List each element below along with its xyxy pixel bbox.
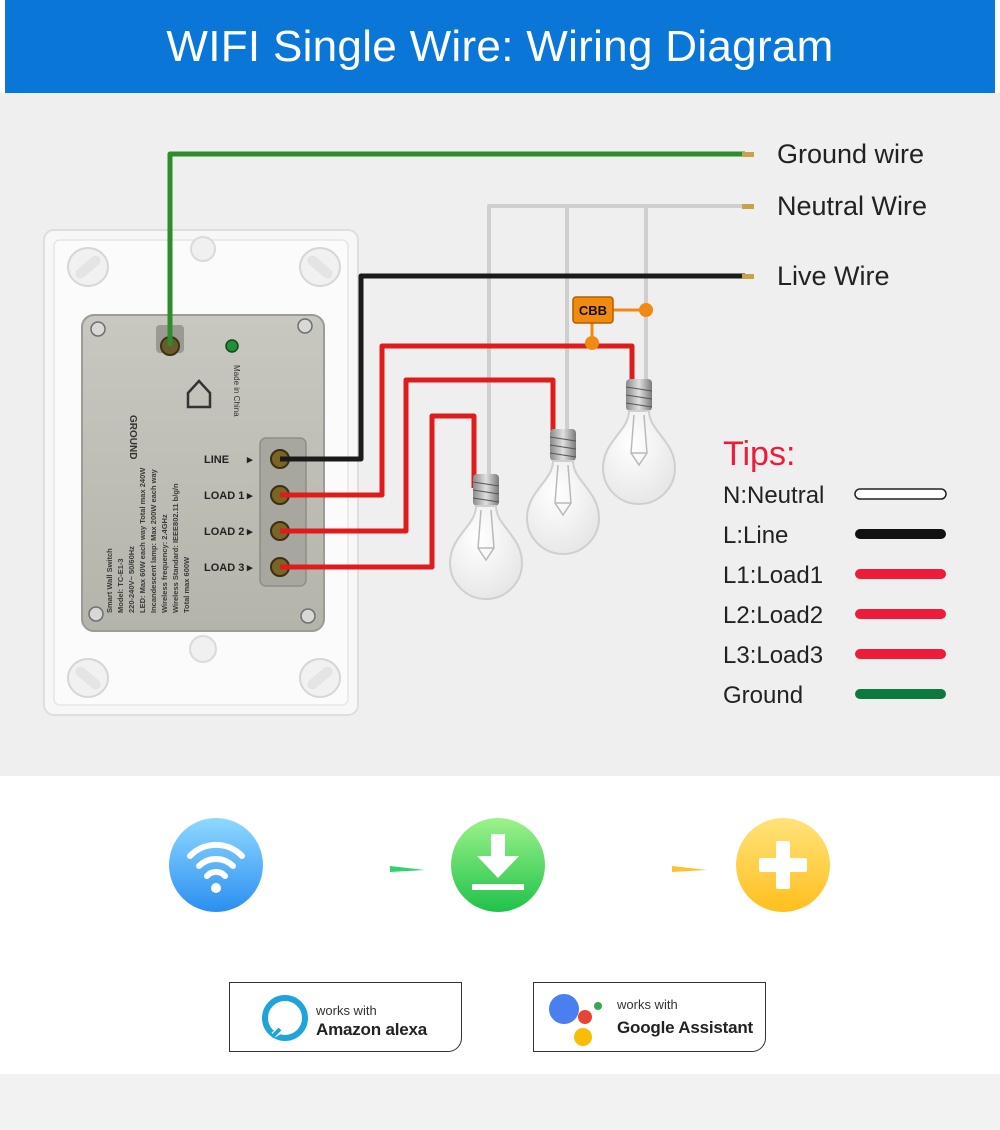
wiring-diagram: LINE LOAD 1 LOAD 2 LOAD 3 ▸ ▸ ▸ ▸ GROUND…	[43, 139, 947, 716]
bottom-strip	[0, 1074, 1000, 1130]
step-add	[736, 818, 830, 912]
spec-line: Model: TC-E1-3	[116, 558, 125, 613]
tips-item-swatch	[855, 689, 946, 699]
alexa-icon	[262, 995, 308, 1041]
spec-line: LED: Max 60W each way Total max 240W	[138, 467, 147, 613]
download-icon	[472, 834, 524, 890]
tips-item-label: L:Line	[723, 522, 788, 549]
load1-wire	[280, 343, 635, 498]
home-icon	[186, 379, 212, 409]
wiring-diagram-area: LINE LOAD 1 LOAD 2 LOAD 3 ▸ ▸ ▸ ▸ GROUND…	[0, 93, 1000, 776]
step-arrow-2	[574, 866, 707, 872]
header-banner: WIFI Single Wire: Wiring Diagram	[5, 0, 995, 93]
spec-line: Incandescent lamp: Max 200W each way	[149, 468, 158, 613]
tips-item-label: Ground	[723, 682, 803, 709]
terminal-label-load1: LOAD 1	[204, 490, 244, 502]
tips-item-swatch	[855, 529, 946, 539]
setup-steps	[169, 818, 830, 912]
google-works-with: works with	[617, 997, 678, 1012]
svg-text:▸: ▸	[246, 526, 253, 538]
wires	[167, 151, 754, 570]
google-assistant-icon	[549, 994, 602, 1046]
mounting-slot-top-left	[67, 247, 109, 287]
spec-line: 220-240V~ 50/60Hz	[127, 546, 136, 613]
spec-line: Smart Wall Switch	[105, 548, 114, 613]
load2-wire	[280, 377, 556, 534]
live-wire-label: Live Wire	[777, 261, 890, 291]
page-title: WIFI Single Wire: Wiring Diagram	[166, 21, 834, 71]
terminal-label-line: LINE	[204, 454, 229, 466]
step-wifi	[169, 818, 263, 912]
tips-title: Tips:	[723, 435, 795, 473]
ground-wire	[167, 151, 745, 346]
mounting-slot-top-right	[299, 247, 341, 287]
spec-line: Wireless frequency: 2.4GHz	[160, 514, 169, 613]
alexa-works-with: works with	[316, 1003, 377, 1018]
bulb-3	[601, 379, 677, 505]
google-badge: works with Google Assistant	[533, 982, 766, 1052]
step-download	[451, 818, 545, 912]
ground-wire-label: Ground wire	[777, 139, 924, 169]
spec-line: Total max 600W	[182, 556, 191, 613]
terminal-label-load2: LOAD 2	[204, 526, 244, 538]
google-name: Google Assistant	[617, 1018, 753, 1037]
switch-module: LINE LOAD 1 LOAD 2 LOAD 3 ▸ ▸ ▸ ▸ GROUND…	[81, 314, 325, 632]
ground-label: GROUND	[127, 415, 138, 459]
tips-item-label: L3:Load3	[723, 642, 823, 669]
tips-item-label: L2:Load2	[723, 602, 823, 629]
alexa-badge: works with Amazon alexa	[229, 982, 462, 1052]
made-in-label: Made in China	[232, 365, 241, 417]
cbb-capacitor: CBB	[572, 296, 653, 350]
wifi-icon	[187, 841, 245, 879]
cbb-label: CBB	[579, 303, 607, 318]
tips-item-swatch	[855, 649, 946, 659]
svg-text:▸: ▸	[246, 454, 253, 466]
bulbs	[448, 379, 677, 600]
tips-item-swatch	[855, 569, 946, 579]
svg-text:▸: ▸	[246, 490, 253, 502]
plus-icon	[759, 841, 807, 889]
tips-item-swatch	[854, 488, 947, 500]
bulb-2	[525, 429, 601, 555]
tips-item-label: L1:Load1	[723, 562, 823, 589]
mounting-slot-bottom-left	[67, 658, 109, 698]
live-wire	[280, 273, 745, 462]
tips-item-swatch	[855, 609, 946, 619]
terminal-label-load3: LOAD 3	[204, 562, 244, 574]
step-arrow-1	[292, 866, 425, 872]
spec-line: Wireless Standard: IEEE802.11 b/g/n	[171, 483, 180, 613]
neutral-wire-label: Neutral Wire	[777, 191, 927, 221]
load3-wire	[280, 413, 477, 570]
alexa-name: Amazon alexa	[316, 1020, 427, 1039]
tips-legend: Tips: N:NeutralL:LineL1:Load1L2:Load2L3:…	[723, 435, 947, 709]
bulb-1	[448, 474, 524, 600]
tips-item-label: N:Neutral	[723, 482, 824, 509]
neutral-wire-bulb1	[487, 204, 745, 488]
mounting-slot-bottom-right	[299, 658, 341, 698]
svg-text:▸: ▸	[246, 562, 253, 574]
